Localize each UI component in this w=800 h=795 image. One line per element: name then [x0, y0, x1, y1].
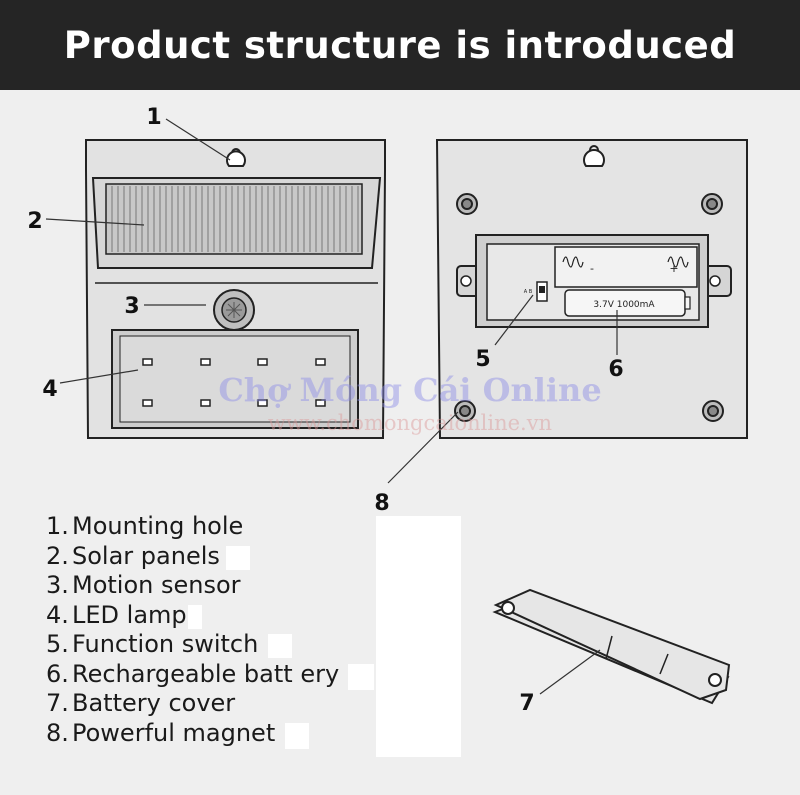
callout-3: 3	[124, 294, 139, 319]
blank-panel	[376, 516, 461, 757]
legend-label: Rechargeable batt ery	[72, 659, 340, 688]
legend-item: 3.Motion sensor	[46, 571, 241, 599]
battery-label: 3.7V 1000mA	[593, 300, 655, 310]
legend-item: 6.Rechargeable batt ery	[46, 659, 340, 688]
callout-4: 4	[42, 377, 57, 402]
switch-label: A B	[524, 289, 533, 295]
front-view	[85, 139, 386, 439]
legend-label: Powerful magnet	[72, 718, 276, 747]
solar-panel	[105, 183, 363, 255]
battery-minus: -	[590, 262, 594, 275]
legend-label: Function switch	[72, 630, 259, 658]
motion-sensor	[213, 289, 255, 331]
callout-6: 6	[608, 357, 623, 382]
mask-2	[226, 546, 250, 570]
page-title: Product structure is introduced	[63, 23, 737, 67]
callout-lines	[45, 118, 618, 695]
legend-label: Motion sensor	[72, 571, 241, 599]
legend-item: 7.Battery cover	[46, 689, 236, 717]
rechargeable-battery	[554, 246, 698, 317]
back-mounting-hole	[583, 145, 605, 167]
legend-item: 1.Mounting hole	[46, 512, 244, 540]
mask-5	[268, 634, 292, 658]
front-mounting-hole	[226, 148, 246, 167]
battery-cover	[492, 588, 731, 705]
mask-8	[285, 723, 309, 749]
function-switch	[536, 281, 548, 302]
legend-item: 2.Solar panels	[46, 541, 220, 570]
parts-legend: 1.Mounting hole 2.Solar panels 3.Motion …	[46, 512, 339, 748]
legend-item: 4.LED lamp	[46, 600, 187, 629]
mask-6	[348, 664, 374, 690]
callout-8: 8	[374, 491, 389, 516]
magnets	[454, 193, 724, 422]
title-banner: Product structure is introduced	[0, 0, 800, 90]
legend-label: Solar panels	[72, 541, 220, 570]
legend-label: LED lamp	[72, 600, 187, 629]
back-view	[435, 139, 748, 439]
legend-label: Battery cover	[72, 689, 236, 717]
legend-item: 8.Powerful magnet	[46, 718, 276, 747]
mask-4	[188, 605, 202, 629]
led-array	[142, 358, 326, 407]
legend-label: Mounting hole	[72, 512, 244, 540]
battery-plus: +	[669, 262, 678, 275]
legend-item: 5.Function switch	[46, 630, 259, 658]
callout-7: 7	[519, 691, 534, 716]
callout-5: 5	[475, 347, 490, 372]
callout-1: 1	[146, 105, 161, 130]
callout-2: 2	[27, 209, 42, 234]
